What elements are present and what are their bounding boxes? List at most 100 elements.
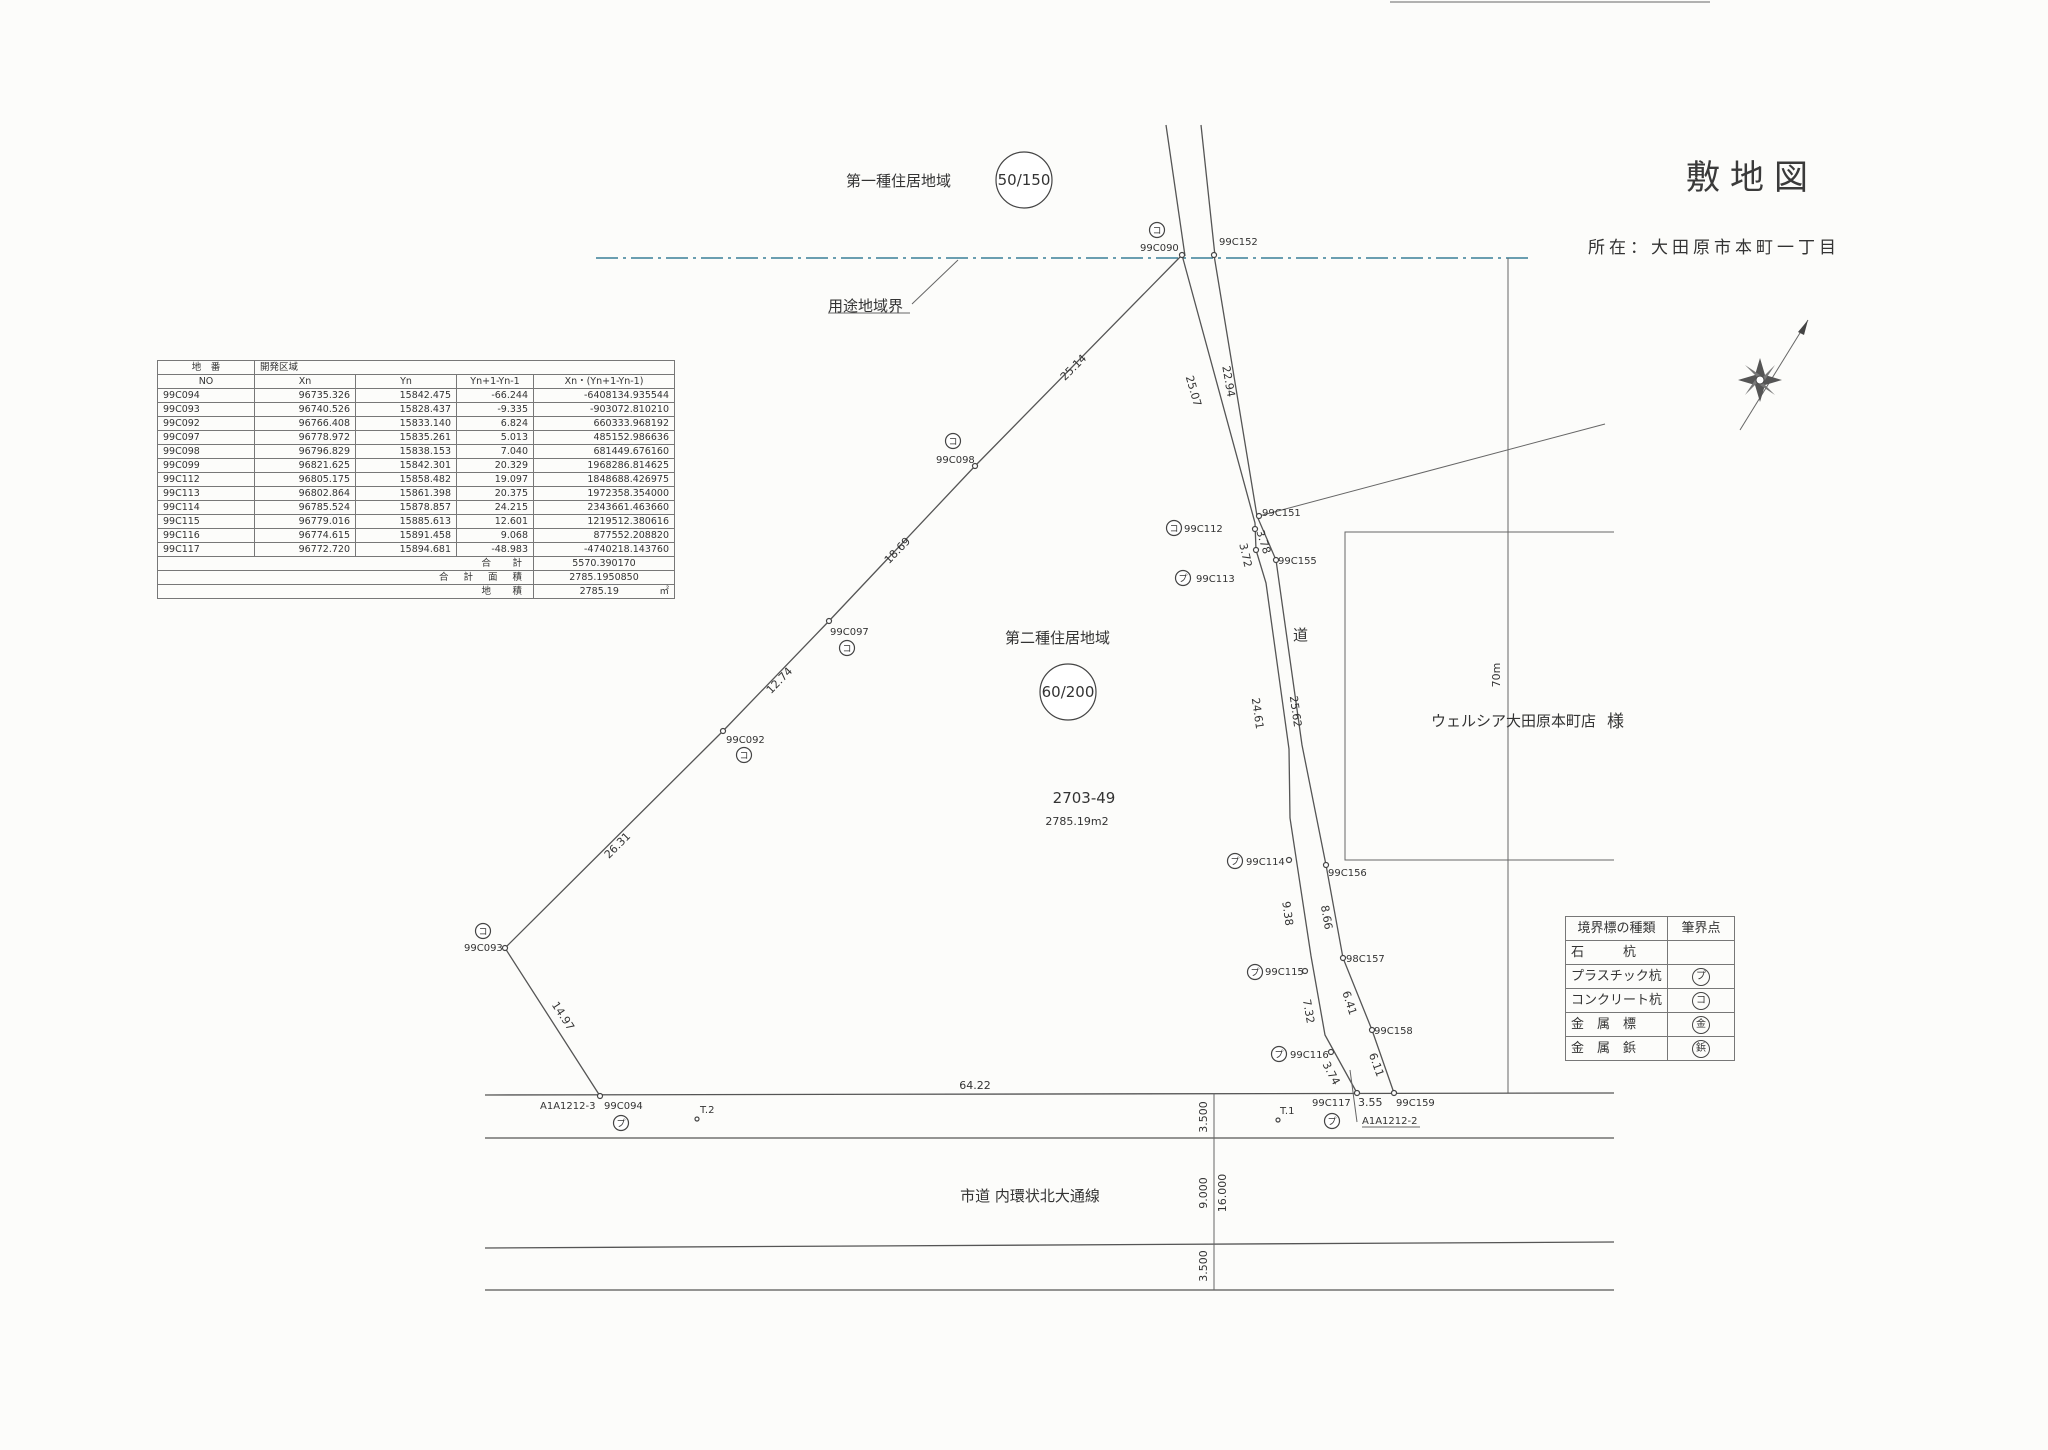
marker-plastic-113: プ — [1174, 569, 1192, 587]
frontage-short-line — [1349, 1069, 1358, 1123]
svg-text:プ: プ — [1250, 968, 1259, 979]
width-9-000: 9.000 — [1197, 1177, 1210, 1209]
marker-concrete-093: コ — [474, 922, 492, 940]
svg-text:コ: コ — [478, 928, 487, 938]
length-3-74: 3.74 — [1320, 1059, 1343, 1087]
sum-value: 5570.390170 — [533, 556, 675, 571]
table-cell: 99C115 — [157, 514, 255, 529]
svg-text:コ: コ — [948, 438, 957, 448]
marker-plastic-116: プ — [1270, 1045, 1288, 1063]
point-99C151 — [1255, 512, 1263, 520]
label-a1a1212-3: A1A1212-3 — [540, 1101, 595, 1112]
length-9-38: 9.38 — [1279, 900, 1295, 926]
label-99C114: 99C114 — [1246, 857, 1285, 868]
point-98C157 — [1339, 954, 1347, 962]
label-99C097: 99C097 — [830, 627, 869, 638]
table-cell: -6408134.935544 — [533, 388, 675, 403]
table-cell: 15861.398 — [355, 486, 457, 501]
label-99C155: 99C155 — [1278, 556, 1317, 567]
label-98C157: 98C157 — [1346, 954, 1385, 965]
legend-row: 金 属 標金 — [1564, 1012, 1736, 1037]
table-cell: 99C097 — [157, 430, 255, 445]
table-cell: 99C099 — [157, 458, 255, 473]
point-99C090 — [1178, 251, 1186, 259]
label-99C152: 99C152 — [1219, 237, 1258, 248]
point-99C098 — [971, 462, 979, 470]
table-cell: 96774.615 — [254, 528, 356, 543]
table-cell: 9.068 — [456, 528, 534, 543]
label-99C117: 99C117 — [1312, 1098, 1351, 1109]
header-no: NO — [157, 374, 255, 389]
header-product: Xn・(Yn+1-Yn-1) — [533, 374, 675, 389]
legend-symbol-cell: コ — [1667, 988, 1736, 1013]
point-99C156 — [1322, 861, 1330, 869]
point-99C092 — [719, 727, 727, 735]
svg-text:プ: プ — [616, 1119, 625, 1130]
street-line-3 — [484, 1241, 1615, 1249]
table-cell: -48.983 — [456, 542, 534, 557]
boundary-label: 用途地域界 — [828, 297, 903, 315]
label-99C112: 99C112 — [1184, 524, 1223, 535]
sum-label: 合 計 — [157, 556, 534, 571]
table-cell: 15833.140 — [355, 416, 457, 431]
zone1-name: 第一種住居地域 — [846, 172, 951, 190]
legend-name: プラスチック杭 — [1564, 964, 1669, 989]
svg-text:コ: コ — [739, 752, 748, 762]
table-cell: 1968286.814625 — [533, 458, 675, 473]
legend-row: コンクリート杭コ — [1564, 988, 1736, 1013]
land-area-value: 2785.19 — [579, 586, 619, 597]
width-16-000: 16.000 — [1216, 1174, 1229, 1213]
table-cell: 15894.681 — [355, 542, 457, 557]
table-cell: 15838.153 — [355, 444, 457, 459]
svg-text:プ: プ — [1327, 1117, 1336, 1128]
point-99C117 — [1353, 1089, 1361, 1097]
coord-table-header-1: 地 番 開発区域 — [157, 360, 675, 375]
table-cell: -9.335 — [456, 402, 534, 417]
legend-symbol-icon: 金 — [1692, 1015, 1711, 1034]
svg-text:コ: コ — [1152, 227, 1161, 237]
label-a1a1212-2: A1A1212-2 — [1362, 1116, 1417, 1127]
svg-text:コ: コ — [842, 645, 851, 655]
boundary-marker-legend: 境界標の種類 筆界点 石 杭プラスチック杭プコンクリート杭コ金 属 標金金 属 … — [1564, 916, 1736, 1061]
coord-land-area-row: 地 積 2785.19 ㎡ — [157, 584, 675, 599]
marker-concrete-112: コ — [1165, 519, 1183, 537]
road-east-boundary — [1213, 254, 1395, 1094]
table-cell: 660333.968192 — [533, 416, 675, 431]
length-64-22: 64.22 — [959, 1079, 991, 1092]
length-24-61: 24.61 — [1249, 697, 1266, 730]
table-cell: 96821.625 — [254, 458, 356, 473]
point-99C093 — [501, 944, 509, 952]
marker-concrete-097: コ — [838, 639, 856, 657]
label-t2: T.2 — [699, 1105, 714, 1116]
table-cell: 2343661.463660 — [533, 500, 675, 515]
table-cell: 15842.301 — [355, 458, 457, 473]
length-25-14: 25.14 — [1058, 352, 1089, 383]
legend-header-type: 境界標の種類 — [1564, 916, 1669, 941]
table-cell: 6.824 — [456, 416, 534, 431]
legend-name: 石 杭 — [1564, 940, 1669, 965]
point-t2 — [694, 1116, 700, 1122]
label-99C158: 99C158 — [1374, 1026, 1413, 1037]
client-name: ウェルシア大田原本町店 — [1431, 712, 1596, 730]
coordinate-table: 地 番 開発区域 NO Xn Yn Yn+1-Yn-1 Xn・(Yn+1-Yn-… — [157, 360, 675, 599]
table-cell: 15842.475 — [355, 388, 457, 403]
point-99C115 — [1301, 967, 1309, 975]
length-7-32: 7.32 — [1300, 998, 1317, 1024]
table-cell: 15858.482 — [355, 472, 457, 487]
table-cell: 15828.437 — [355, 402, 457, 417]
table-cell: 12.601 — [456, 514, 534, 529]
table-cell: 20.329 — [456, 458, 534, 473]
label-99C115: 99C115 — [1265, 967, 1304, 978]
lot-area: 2785.19m2 — [1045, 815, 1108, 828]
label-99C159: 99C159 — [1396, 1098, 1435, 1109]
table-cell: 7.040 — [456, 444, 534, 459]
land-area-cell: 2785.19 ㎡ — [533, 584, 675, 599]
length-6-41: 6.41 — [1339, 989, 1359, 1016]
